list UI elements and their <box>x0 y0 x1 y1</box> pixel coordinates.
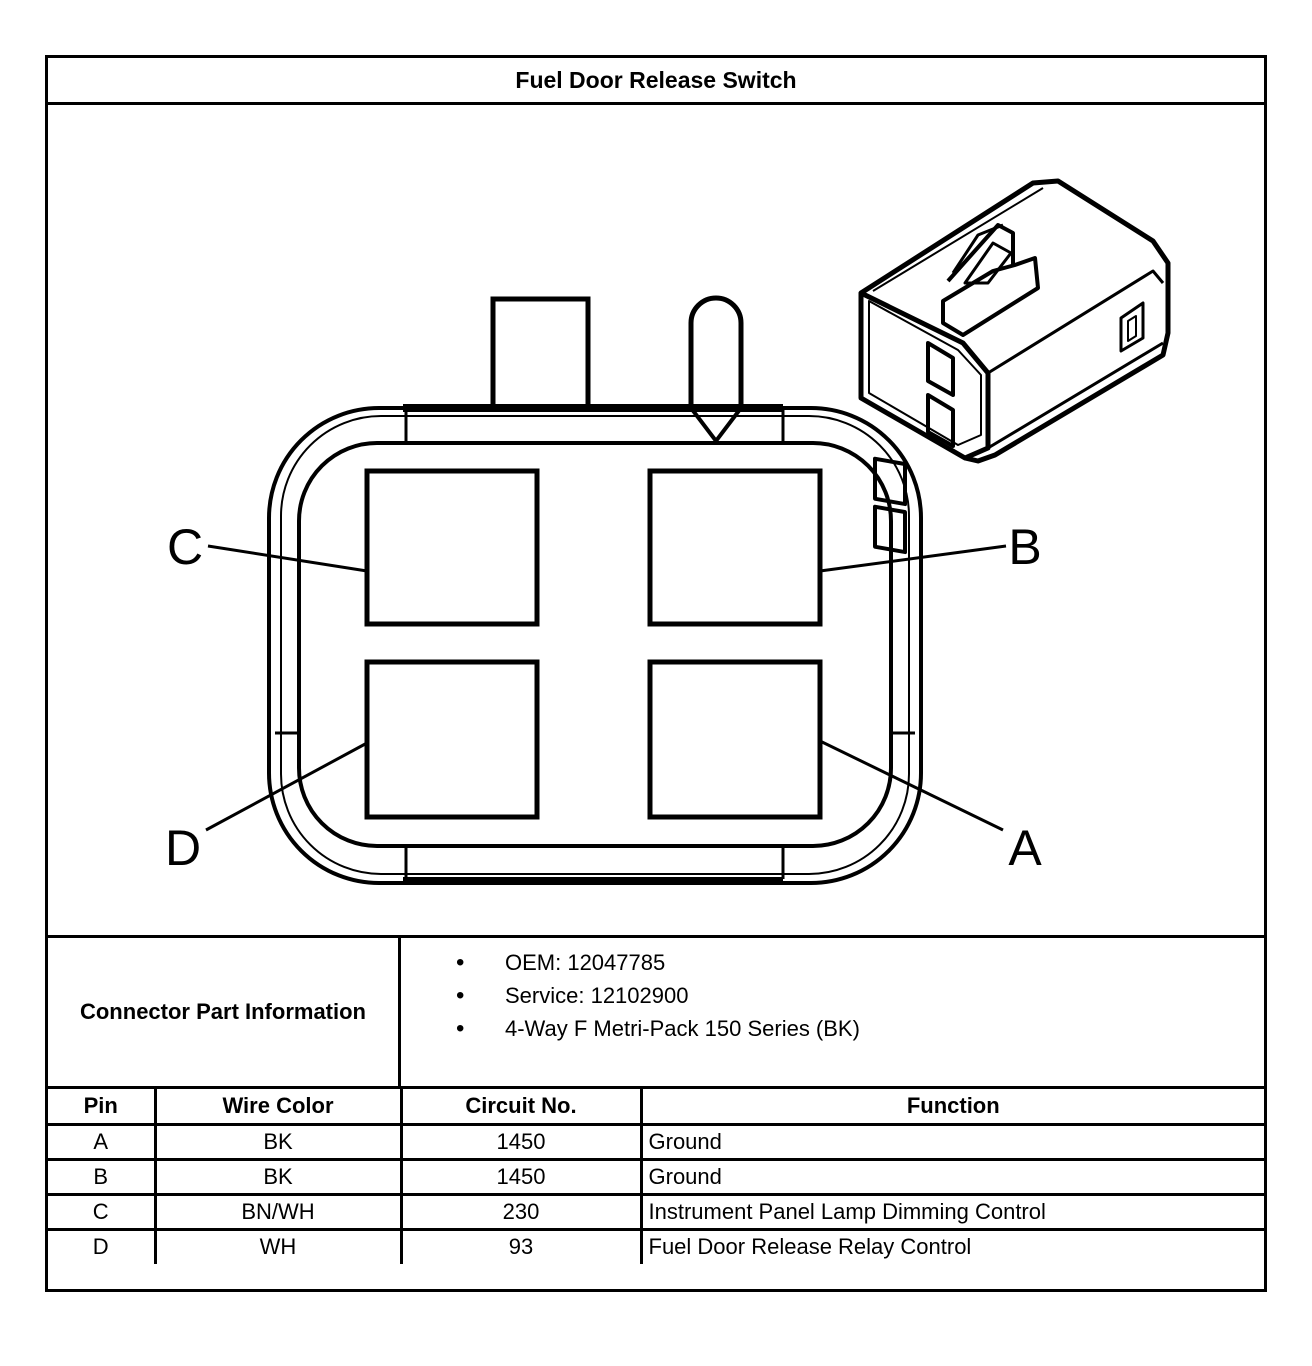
list-item: OEM: 12047785 <box>401 946 860 979</box>
cell-pin: D <box>48 1227 157 1264</box>
cell-circuit-no: 93 <box>399 1227 643 1264</box>
cell-circuit-no: 1450 <box>399 1122 643 1161</box>
page-title: Fuel Door Release Switch <box>48 58 1264 105</box>
pin-label-d: D <box>165 820 201 876</box>
connector-3d-icon <box>858 178 1171 555</box>
cell-circuit-no: 230 <box>399 1192 643 1231</box>
list-item: 4-Way F Metri-Pack 150 Series (BK) <box>401 1012 860 1045</box>
cell-pin: B <box>48 1157 157 1196</box>
pin-label-c: C <box>167 519 203 575</box>
connector-info-list: OEM: 12047785 Service: 12102900 4-Way F … <box>401 946 860 1045</box>
pin-table: Pin Wire Color Circuit No. Function A BK… <box>48 1089 1264 1264</box>
table-row: A BK 1450 Ground <box>48 1122 1264 1161</box>
table-row: C BN/WH 230 Instrument Panel Lamp Dimmin… <box>48 1192 1264 1231</box>
pin-label-b: B <box>1008 519 1041 575</box>
connector-part-info: Connector Part Information OEM: 12047785… <box>48 938 1264 1089</box>
cell-function: Fuel Door Release Relay Control <box>639 1227 1264 1264</box>
cell-wire-color: BK <box>153 1122 403 1161</box>
connector-face-icon <box>205 295 1007 885</box>
header-wire-color: Wire Color <box>153 1089 403 1126</box>
header-circuit-no: Circuit No. <box>399 1089 643 1126</box>
cell-wire-color: BN/WH <box>153 1192 403 1231</box>
cell-function: Ground <box>639 1122 1264 1161</box>
table-row: B BK 1450 Ground <box>48 1157 1264 1196</box>
pin-label-a: A <box>1008 820 1042 876</box>
cell-pin: A <box>48 1122 157 1161</box>
cell-pin: C <box>48 1192 157 1231</box>
cell-function: Instrument Panel Lamp Dimming Control <box>639 1192 1264 1231</box>
header-pin: Pin <box>48 1089 157 1126</box>
diagram-area: C B D A <box>48 105 1264 938</box>
cell-wire-color: WH <box>153 1227 403 1264</box>
cell-wire-color: BK <box>153 1157 403 1196</box>
cell-function: Ground <box>639 1157 1264 1196</box>
connector-diagram: C B D A <box>165 178 1171 885</box>
connector-sheet: Fuel Door Release Switch <box>45 55 1267 1292</box>
table-row: D WH 93 Fuel Door Release Relay Control <box>48 1227 1264 1264</box>
cell-circuit-no: 1450 <box>399 1157 643 1196</box>
header-function: Function <box>639 1089 1264 1126</box>
table-header-row: Pin Wire Color Circuit No. Function <box>48 1089 1264 1126</box>
connector-info-label: Connector Part Information <box>48 938 401 1086</box>
list-item: Service: 12102900 <box>401 979 860 1012</box>
